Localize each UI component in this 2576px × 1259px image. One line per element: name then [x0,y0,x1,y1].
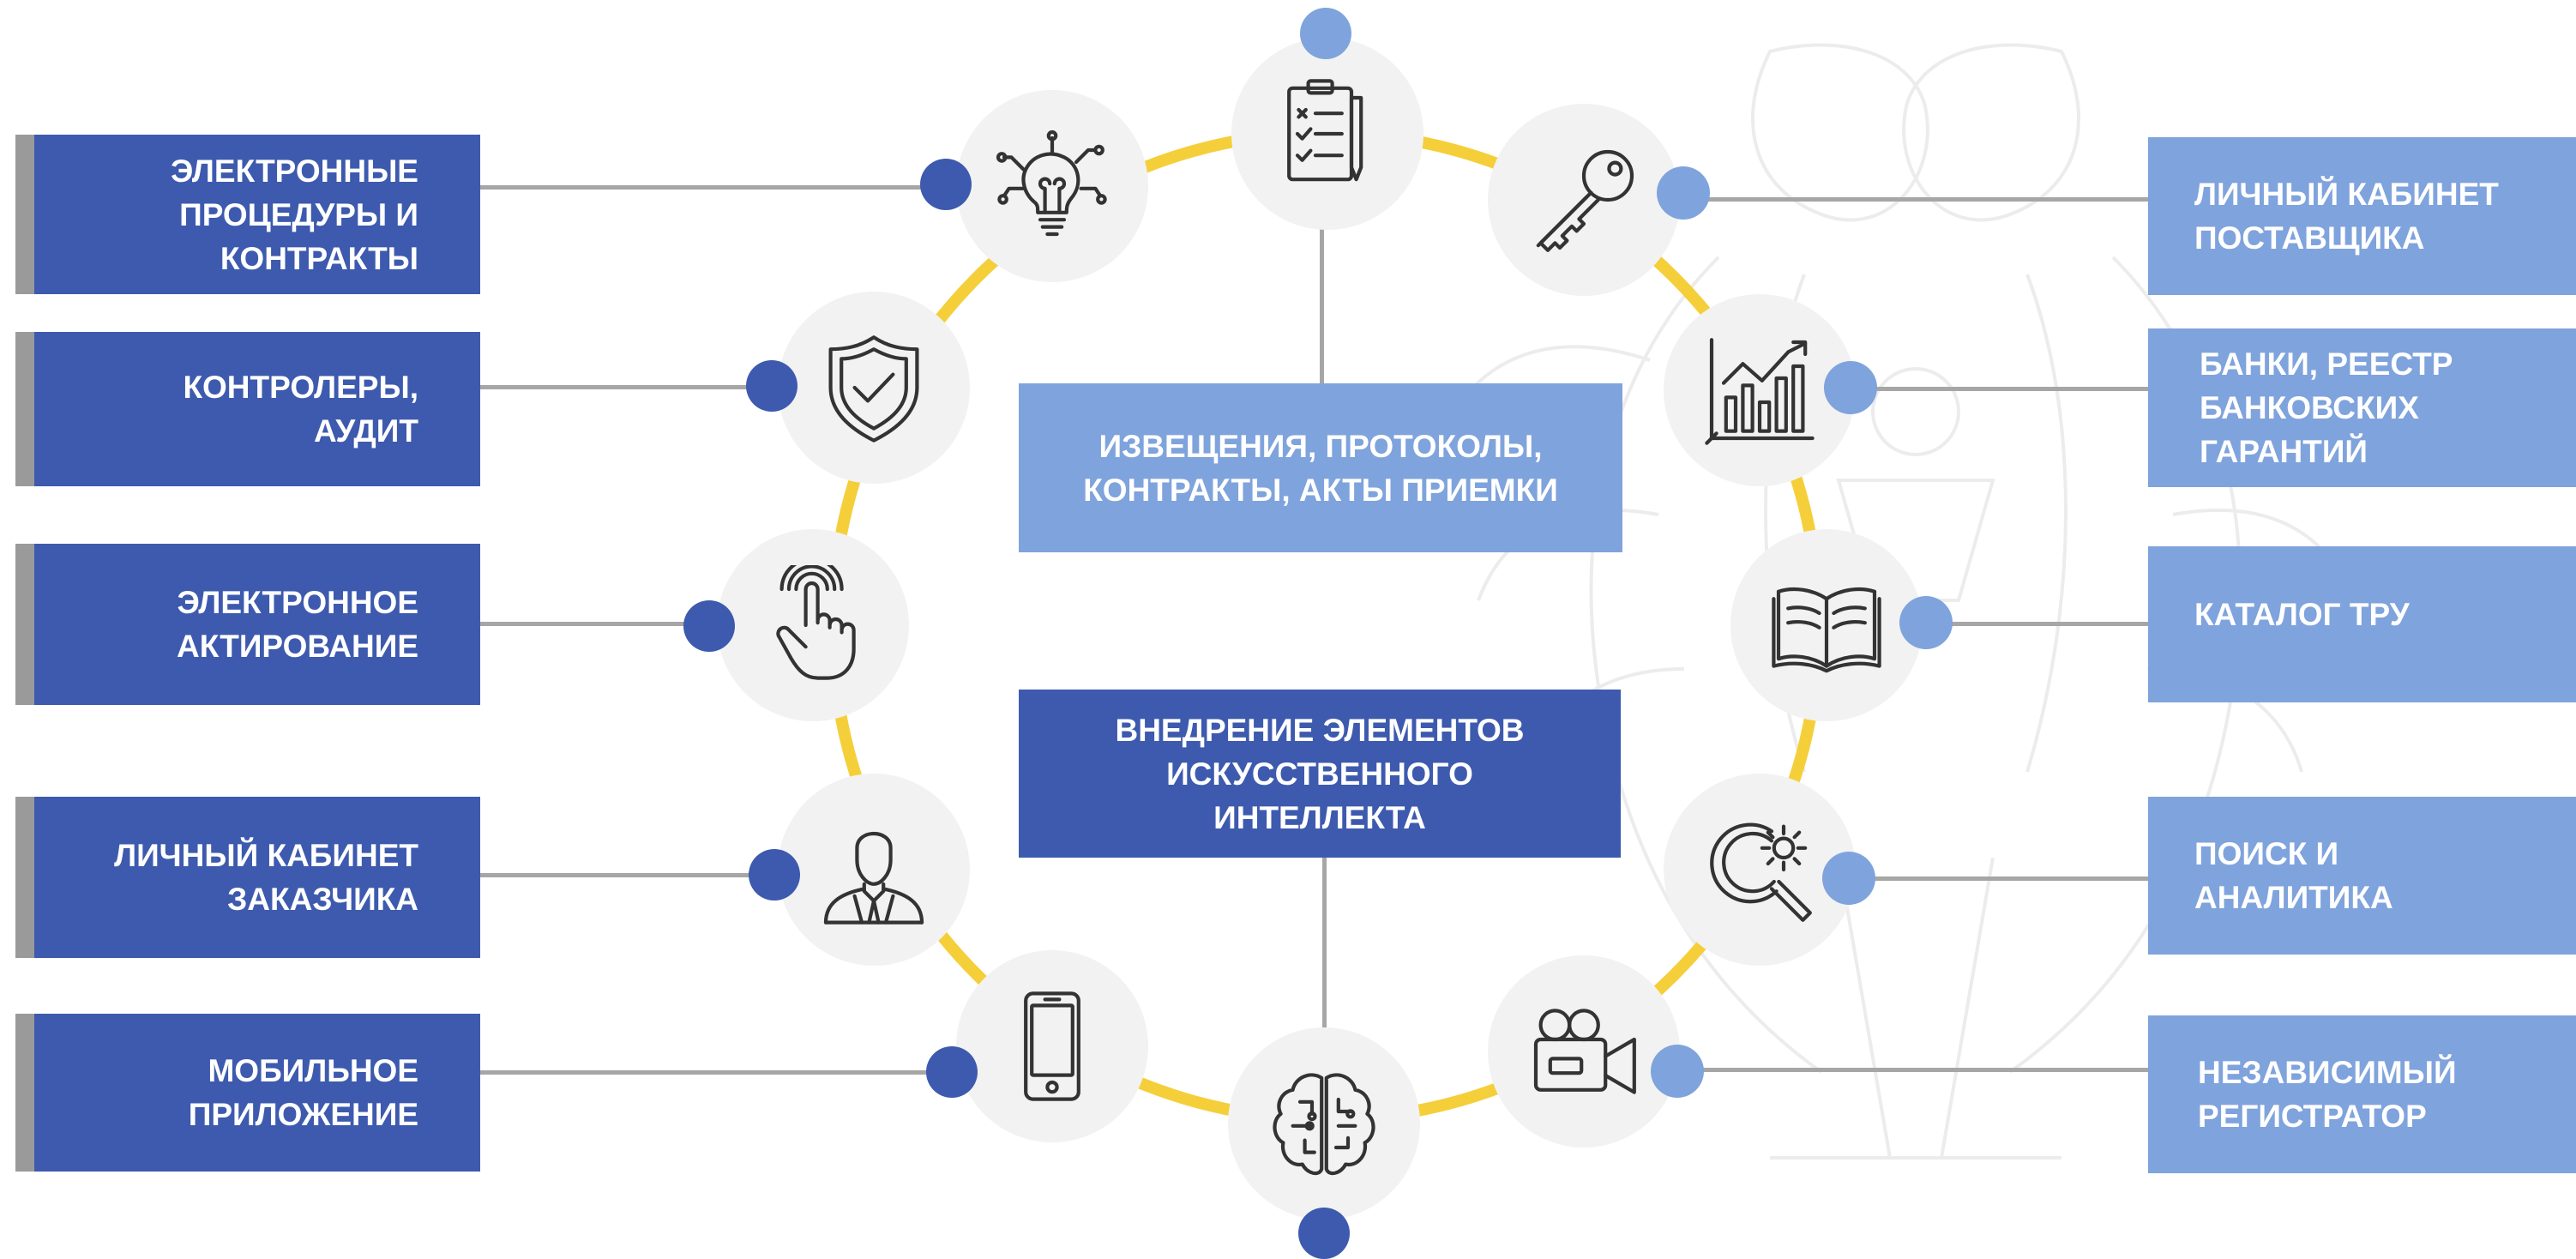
connector-right-5 [1676,1068,2148,1072]
node-shield [778,292,970,484]
connector-right-4 [1852,876,2148,881]
box-controllers-audit: КОНТРОЛЕРЫ, АУДИТ [15,332,480,486]
box-customer-account: ЛИЧНЫЙ КАБИНЕТ ЗАКАЗЧИКА [15,797,480,958]
label-mobile-app: МОБИЛЬНОЕ ПРИЛОЖЕНИЕ [188,1053,418,1132]
box-electronic-acceptance: ЭЛЕКТРОННОЕ АКТИРОВАНИЕ [15,544,480,705]
box-independent-registrar: НЕЗАВИСИМЫЙ РЕГИСТРАТОР [2148,1015,2576,1173]
dot-right-5 [1651,1045,1704,1098]
bar-chart-icon [1705,338,1815,445]
box-banks-guarantees: БАНКИ, РЕЕСТР БАНКОВСКИХ ГАРАНТИЙ [2148,328,2576,487]
box-mobile-app: МОБИЛЬНОЕ ПРИЛОЖЕНИЕ [15,1014,480,1172]
connector-right-1 [1681,197,2148,202]
connector-left-2 [480,385,772,389]
ai-brain-icon [1273,1073,1375,1176]
node-bar-chart [1664,294,1856,486]
dot-left-3 [683,600,735,652]
connector-left-4 [480,873,772,877]
dot-top [1300,8,1351,59]
connector-right-2 [1852,387,2148,391]
user-icon [823,831,924,925]
node-smartphone [956,950,1148,1142]
node-open-book [1730,529,1923,721]
node-checklist [1231,38,1423,230]
key-icon [1536,149,1634,252]
dot-left-5 [926,1046,978,1098]
dot-right-4 [1822,852,1875,905]
dot-right-1 [1657,166,1710,220]
dot-right-2 [1824,361,1877,414]
label-independent-registrar: НЕЗАВИСИМЫЙ РЕГИСТРАТОР [2198,1055,2457,1134]
dot-right-3 [1899,596,1953,649]
label-banks-guarantees: БАНКИ, РЕЕСТР БАНКОВСКИХ ГАРАНТИЙ [2200,346,2453,469]
label-controllers-audit: КОНТРОЛЕРЫ, АУДИТ [183,370,418,449]
connector-right-3 [1925,622,2148,626]
connector-left-3 [480,622,712,626]
open-book-icon [1772,587,1881,673]
label-electronic-acceptance: ЭЛЕКТРОННОЕ АКТИРОВАНИЕ [177,585,418,664]
connector-top [1320,219,1324,386]
touch-hand-icon [776,565,856,680]
search-gear-icon [1710,822,1812,922]
label-notices-protocols: ИЗВЕЩЕНИЯ, ПРОТОКОЛЫ, КОНТРАКТЫ, АКТЫ ПР… [1083,428,1558,508]
node-ai-brain [1228,1027,1420,1220]
label-catalog: КАТАЛОГ ТРУ [2194,597,2410,632]
dot-left-4 [749,849,800,901]
smartphone-icon [1024,991,1080,1101]
label-customer-account: ЛИЧНЫЙ КАБИНЕТ ЗАКАЗЧИКА [114,838,418,917]
box-supplier-account: ЛИЧНЫЙ КАБИНЕТ ПОСТАВЩИКА [2148,137,2576,295]
box-notices-protocols: ИЗВЕЩЕНИЯ, ПРОТОКОЛЫ, КОНТРАКТЫ, АКТЫ ПР… [1019,383,1622,552]
checklist-icon [1287,79,1363,182]
connector-left-5 [480,1070,952,1075]
node-lightbulb [956,90,1148,282]
dot-left-1 [920,159,972,210]
lightbulb-circuit-icon [996,130,1107,237]
shield-check-icon [828,335,919,443]
dot-left-2 [746,360,797,412]
label-supplier-account: ЛИЧНЫЙ КАБИНЕТ ПОСТАВЩИКА [2194,177,2499,256]
box-electronic-procedures: ЭЛЕКТРОННЫЕ ПРОЦЕДУРЫ И КОНТРАКТЫ [15,135,480,294]
box-search-analytics: ПОИСК И АНАЛИТИКА [2148,797,2576,955]
node-touch [717,529,909,721]
box-catalog: КАТАЛОГ ТРУ [2148,546,2576,702]
node-key [1488,104,1680,296]
box-ai-elements: ВНЕДРЕНИЕ ЭЛЕМЕНТОВ ИСКУССТВЕННОГО ИНТЕЛ… [1019,690,1621,858]
connector-bottom [1322,853,1327,1029]
video-camera-icon [1533,1009,1636,1094]
connector-left-1 [480,185,943,190]
label-search-analytics: ПОИСК И АНАЛИТИКА [2194,836,2393,915]
label-ai-elements: ВНЕДРЕНИЕ ЭЛЕМЕНТОВ ИСКУССТВЕННОГО ИНТЕЛ… [1115,712,1525,835]
label-electronic-procedures: ЭЛЕКТРОННЫЕ ПРОЦЕДУРЫ И КОНТРАКТЫ [171,153,418,276]
node-user [778,774,970,966]
node-video-camera [1488,955,1680,1148]
dot-bottom [1298,1208,1350,1259]
